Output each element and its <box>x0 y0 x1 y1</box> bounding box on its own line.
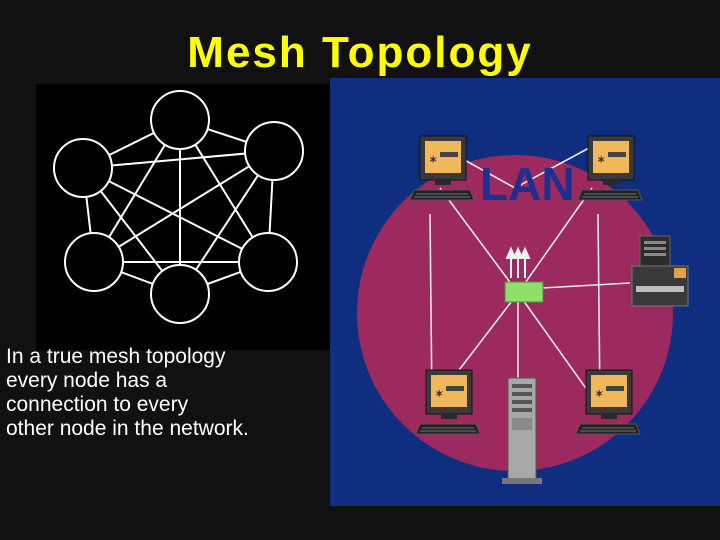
lan-diagram: ✶ <box>330 78 720 506</box>
hub-icon <box>505 282 543 302</box>
computer-icon <box>578 136 642 200</box>
computer-icon <box>416 370 480 434</box>
lan-label: LAN <box>480 158 575 210</box>
mesh-node <box>239 233 297 291</box>
computer-icon <box>410 136 474 200</box>
caption-line: other node in the network. <box>6 417 336 441</box>
mesh-node <box>65 233 123 291</box>
caption-line: In a true mesh topology <box>6 345 336 369</box>
caption-line: every node has a <box>6 369 336 393</box>
mesh-node <box>54 139 112 197</box>
mesh-node <box>151 91 209 149</box>
caption-line: connection to every <box>6 393 336 417</box>
printer-icon <box>632 236 688 306</box>
mesh-diagram <box>36 84 330 350</box>
caption-text: In a true mesh topology every node has a… <box>6 345 336 441</box>
server-tower-icon <box>502 378 542 484</box>
mesh-node <box>151 265 209 323</box>
mesh-node <box>245 122 303 180</box>
computer-icon <box>576 370 640 434</box>
slide-title: Mesh Topology <box>0 28 720 78</box>
